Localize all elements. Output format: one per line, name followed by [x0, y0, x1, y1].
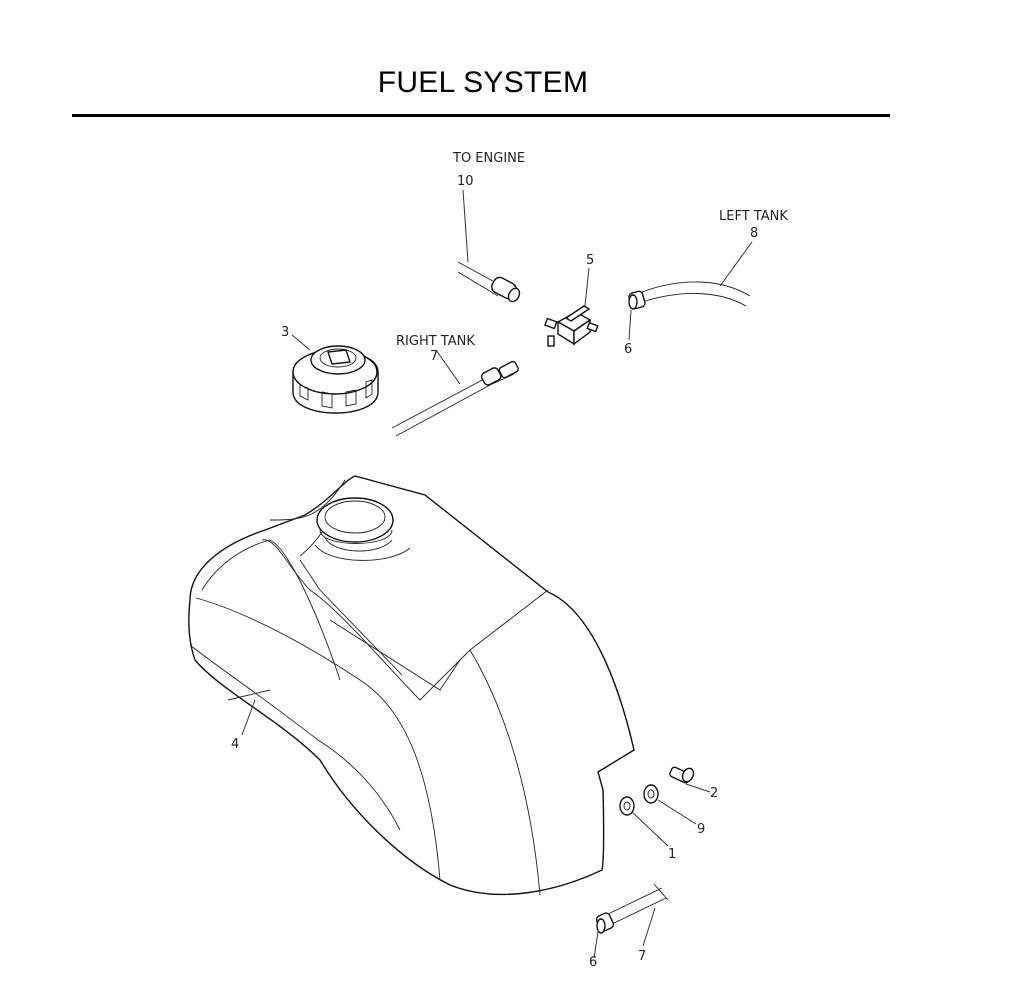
fuel-cap	[291, 334, 379, 414]
to-engine-label: TO ENGINE	[452, 151, 525, 166]
page-title: FUEL SYSTEM	[377, 66, 589, 99]
hose-to-engine	[457, 189, 521, 303]
part-number-2: 2	[710, 786, 718, 801]
bottom-hose	[593, 883, 669, 959]
hose-right-tank	[391, 349, 519, 437]
part-number-9: 9	[697, 822, 705, 837]
part-number-6: 6	[624, 342, 632, 357]
left-tank-label: LEFT TANK	[719, 209, 788, 224]
part-number-6b: 6	[589, 955, 597, 970]
part-number-3: 3	[281, 325, 289, 340]
hose-left-tank	[628, 241, 753, 341]
bolt	[669, 766, 711, 793]
flat-washer	[619, 796, 669, 847]
right-tank-label: RIGHT TANK	[396, 334, 475, 349]
part-number-8: 8	[750, 226, 758, 241]
lock-washer	[643, 784, 697, 825]
part-number-1: 1	[668, 847, 676, 862]
part-number-10: 10	[457, 174, 474, 189]
part-number-7b: 7	[638, 949, 646, 964]
part-number-4: 4	[231, 737, 239, 752]
part-number-7: 7	[430, 349, 438, 364]
fuel-shutoff-valve	[544, 267, 599, 347]
part-number-5: 5	[586, 253, 594, 268]
title-divider	[72, 114, 890, 117]
fuel-tank	[188, 475, 635, 896]
